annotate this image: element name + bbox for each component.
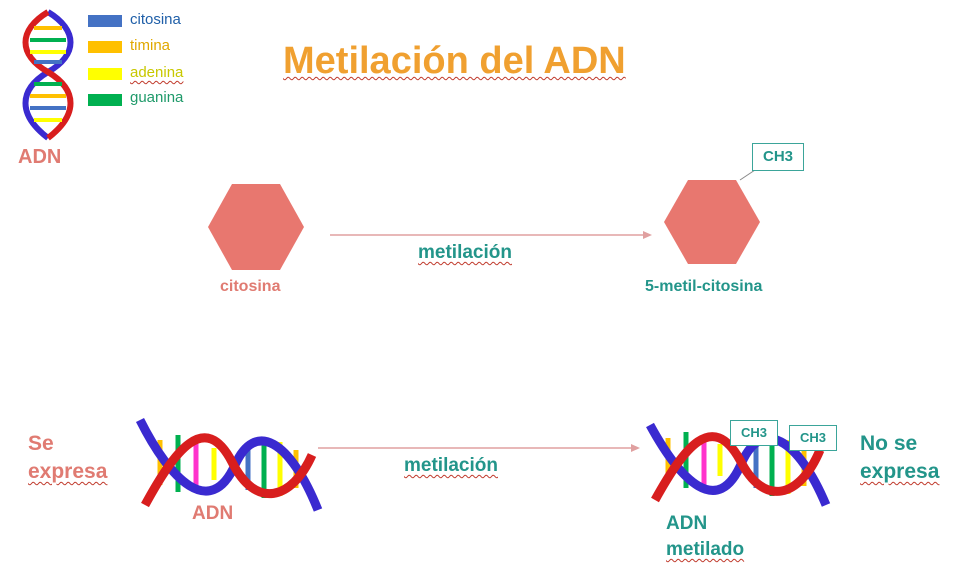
arrow-head (643, 231, 652, 239)
page-title: Metilación del ADN (283, 40, 626, 82)
not-expressed-text-line1: No se (860, 432, 918, 455)
dna-icon-label: ADN (18, 146, 62, 168)
methylcytosine-label: 5-metil-citosina (645, 278, 763, 295)
legend-label-thymine: timina (130, 37, 171, 54)
methylcytosine-hexagon (664, 180, 760, 264)
methylated-dna-label-line2: metilado (666, 539, 745, 560)
legend-label-guanine: guanina (130, 89, 184, 106)
ch3-box-top: CH3 (752, 143, 804, 171)
methylation-label-top: metilación (418, 242, 512, 263)
ch3-box-bottom-b: CH3 (789, 425, 837, 451)
dna-strand-red (651, 432, 825, 503)
dna-strand-red (22, 9, 74, 141)
dna-left-label: ADN (192, 503, 234, 524)
legend-swatch-cytosine (88, 15, 122, 27)
cytosine-label: citosina (220, 278, 281, 295)
dna-icon-small (22, 9, 74, 141)
legend-swatch-adenine (88, 68, 122, 80)
ch3-box-bottom-a: CH3 (730, 420, 778, 446)
dna-helix-left (135, 417, 323, 512)
dna-helix-right (646, 422, 831, 507)
legend-label-cytosine: citosina (130, 11, 181, 28)
methylated-dna-label-line1: ADN (666, 513, 708, 534)
legend-swatch-thymine (88, 41, 122, 53)
legend-swatch-guanine (88, 94, 122, 106)
not-expressed-text-line2: expresa (860, 460, 940, 483)
expressed-text-line2: expresa (28, 460, 108, 483)
methylation-label-bottom: metilación (404, 455, 498, 476)
expressed-text-line1: Se (28, 432, 54, 455)
legend-label-adenine: adenina (130, 64, 184, 81)
arrow-head (631, 444, 640, 452)
dna-strand-red (141, 433, 317, 508)
cytosine-hexagon (208, 184, 304, 270)
